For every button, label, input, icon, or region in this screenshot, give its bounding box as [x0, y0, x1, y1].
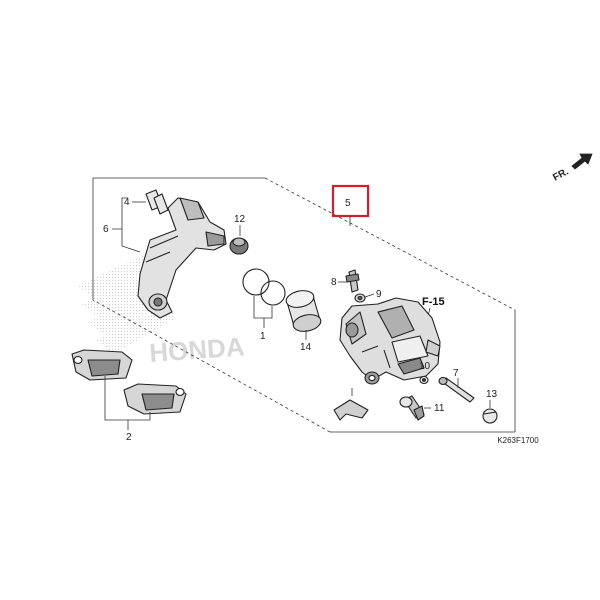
callout-9: 9 [376, 289, 382, 300]
callout-11: 11 [434, 403, 445, 414]
honda-watermark-text: HONDA [148, 331, 245, 368]
pad-clips [145, 189, 169, 215]
pin-plug [419, 375, 429, 385]
pin-boot [482, 408, 498, 424]
front-direction-indicator: FR. [551, 153, 593, 184]
callout-12: 12 [234, 214, 246, 225]
callout-2: 2 [126, 432, 132, 443]
caliper-body [339, 297, 441, 385]
bleeder-washer [354, 293, 366, 303]
front-label: FR. [551, 166, 571, 183]
caliper-bracket [137, 197, 227, 319]
bleed-cap [229, 237, 249, 255]
callout-6: 6 [103, 224, 109, 235]
reference-label: F-15 [422, 296, 445, 308]
callout-8: 8 [331, 277, 337, 288]
pad-pin [438, 376, 475, 403]
brake-pad-lower [123, 383, 187, 415]
brake-pad-upper [71, 349, 133, 381]
callout-10: 10 [419, 361, 431, 372]
callout-14: 14 [300, 342, 312, 353]
front-arrow-icon [571, 153, 593, 170]
bleeder-screw [345, 269, 360, 293]
callout-7: 7 [453, 368, 459, 379]
pad-spring [333, 399, 369, 421]
caliper-piston [285, 290, 322, 332]
assembly-frame [92, 177, 516, 433]
callout-4: 4 [124, 197, 130, 208]
highlight-box [331, 184, 370, 218]
piston-seals [242, 268, 286, 306]
callout-1: 1 [260, 331, 266, 342]
diagram-code: K263F1700 [497, 436, 539, 445]
callout-13: 13 [486, 389, 498, 400]
callout-5: 5 [345, 198, 351, 209]
slide-pin-bolt [399, 395, 425, 421]
